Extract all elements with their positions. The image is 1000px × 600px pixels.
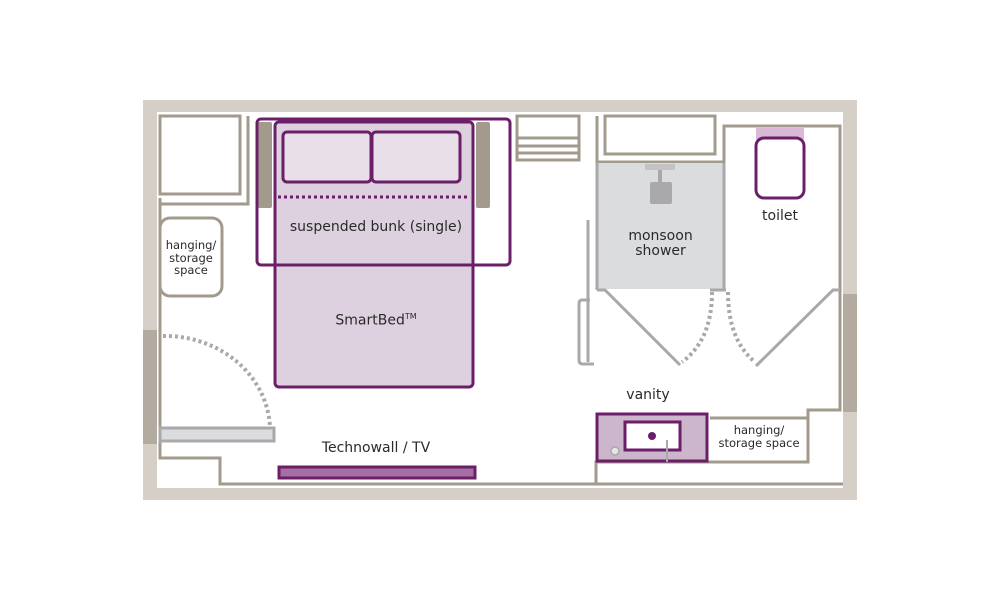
hanging-storage-left (158, 216, 224, 298)
label-smartbed: SmartBedTM (276, 312, 476, 329)
bunk-post-left (258, 122, 272, 208)
label-monsoon-line1: monsoon (628, 228, 693, 244)
label-hanging-left-line1: hanging/ (165, 238, 217, 252)
monsoon-shower (595, 163, 726, 290)
suspended-bunk (255, 117, 512, 267)
smartbed (273, 120, 475, 389)
label-hanging-right-line1: hanging/ (733, 423, 785, 437)
label-vanity: vanity (626, 387, 670, 403)
bathroom-doors (577, 220, 840, 368)
label-toilet: toilet (762, 208, 798, 224)
label-hanging-left-line3: space (174, 263, 208, 278)
vanity-unit (595, 412, 709, 463)
label-smartbed-mark: TM (404, 312, 417, 321)
label-hanging-left: hanging/ storage space (160, 239, 222, 277)
technowall-tv (277, 465, 477, 480)
label-suspended-bunk: suspended bunk (single) (289, 219, 463, 235)
label-monsoon-line2: shower (635, 243, 686, 260)
bunk-post-right (476, 122, 490, 208)
label-monsoon-shower: monsoon shower (598, 228, 723, 260)
label-hanging-left-line2: storage (169, 250, 213, 265)
label-technowall: Technowall / TV (321, 440, 431, 456)
pillow-left (281, 130, 373, 184)
toilet-fixture (754, 128, 806, 200)
label-smartbed-text: SmartBed (335, 312, 405, 329)
entry-door (158, 333, 276, 443)
label-hanging-right: hanging/ storage space (708, 424, 810, 449)
label-hanging-right-line2: storage space (718, 435, 800, 450)
pillow-right (370, 130, 462, 184)
